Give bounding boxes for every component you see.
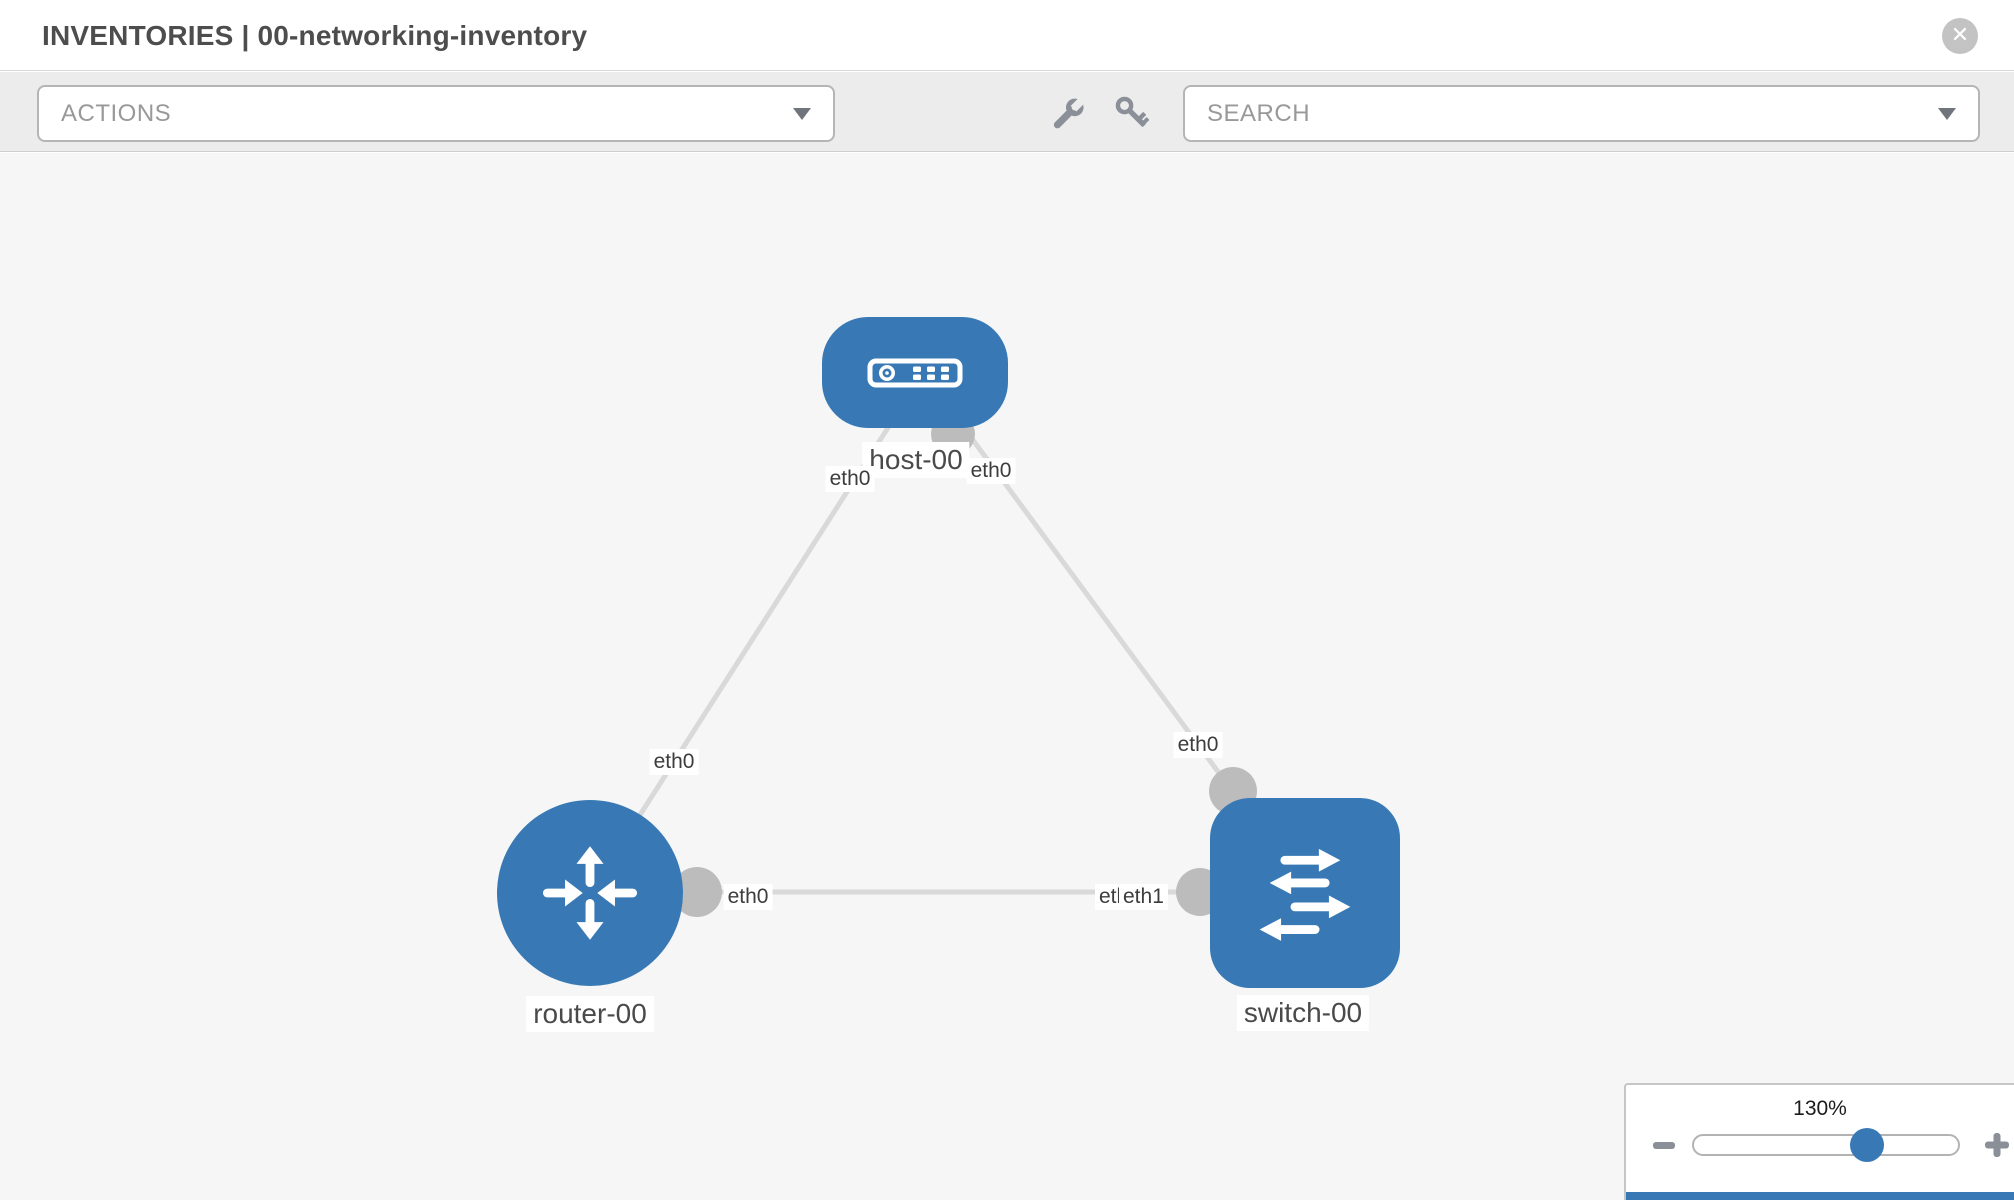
actions-dropdown-label: ACTIONS [61,99,172,127]
router-icon [542,846,638,940]
search-dropdown[interactable]: SEARCH [1183,85,1980,142]
search-dropdown-label: SEARCH [1207,99,1311,127]
plus-icon [1985,1133,2009,1157]
close-button[interactable]: ✕ [1942,18,1978,54]
interface-label-router-right: eth0 [723,884,773,910]
node-label-host: host-00 [862,442,970,478]
toolbar: ACTIONS [0,72,2014,152]
node-host-00[interactable] [822,317,1008,428]
router-right-connector [672,867,722,917]
page-title: INVENTORIES | 00-networking-inventory [42,19,588,51]
zoom-slider[interactable] [1692,1128,1960,1162]
chevron-down-icon [1938,107,1956,120]
node-label-router: router-00 [526,996,654,1032]
interface-label-host-left: eth0 [825,466,875,492]
interface-label-switch-top: eth0 [1173,732,1223,758]
minus-icon [1653,1142,1675,1149]
node-router-00[interactable] [497,800,683,986]
interface-label-switch-left: eth1 [1119,884,1168,910]
zoom-in-button[interactable] [1981,1129,2013,1161]
node-label-switch: switch-00 [1236,995,1370,1031]
topology-canvas[interactable]: host-00 router-00 switch-00 eth0 eth0 et… [0,153,2014,1200]
zoom-level-label: 130% [1793,1097,1847,1120]
actions-dropdown[interactable]: ACTIONS [37,85,835,142]
interface-label-router-top: eth0 [649,749,699,775]
node-switch-00[interactable] [1210,798,1400,988]
panel-header: INVENTORIES | 00-networking-inventory ✕ [0,0,2014,71]
switch-icon [1259,848,1351,941]
chevron-down-icon [793,107,811,120]
links-layer [587,407,1257,917]
wrench-icon[interactable] [1044,90,1090,136]
panel-bottom-accent [1626,1192,2014,1200]
zoom-out-button[interactable] [1648,1129,1680,1161]
zoom-panel: 130% [1624,1083,2014,1200]
server-icon [867,358,963,387]
zoom-slider-thumb[interactable] [1850,1128,1884,1162]
close-icon: ✕ [1950,22,1970,47]
interface-label-host-right: eth0 [966,458,1016,484]
key-icon[interactable] [1109,90,1155,136]
